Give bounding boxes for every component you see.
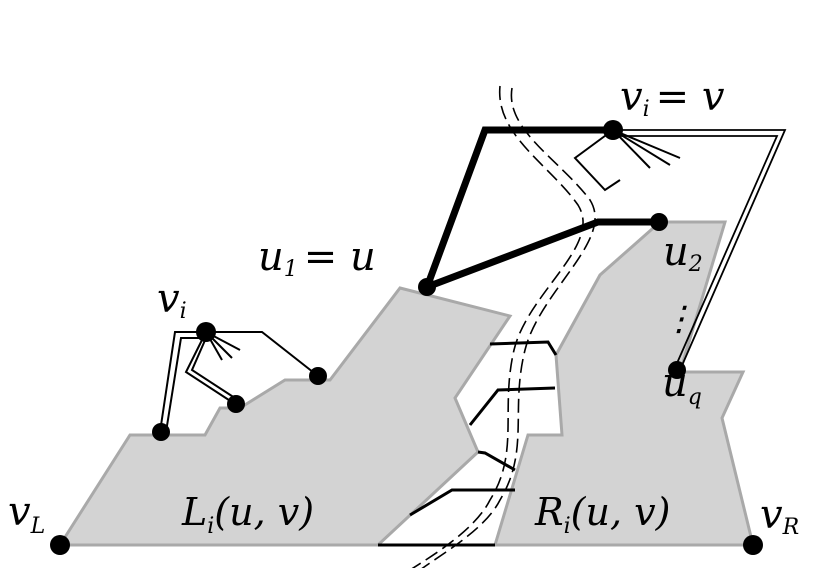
separator-curve <box>411 85 596 568</box>
label-dots: ⋮ <box>662 299 696 339</box>
vertex-u2 <box>650 213 668 231</box>
label-vi-top: vi= v <box>620 74 725 122</box>
label-u1: u1= u <box>258 234 376 282</box>
label-vi-left: vi <box>157 276 187 324</box>
label-Ri: Ri(u, v) <box>534 490 670 539</box>
vertex-left-b <box>227 395 245 413</box>
vertex-left-a <box>152 423 170 441</box>
label-Li: Li(u, v) <box>181 490 314 539</box>
vertex-u1 <box>418 278 436 296</box>
vi-to-uq-edge <box>613 129 787 371</box>
right-region <box>492 220 755 547</box>
vertex-vi-top <box>603 120 623 140</box>
vertex-vi-left <box>196 322 216 342</box>
vertex-vL <box>50 535 70 555</box>
label-vL: vL <box>8 489 45 539</box>
vertices <box>50 120 763 555</box>
label-uq: uq <box>662 360 702 410</box>
top-vi-fan <box>573 129 681 192</box>
vertex-left-c <box>309 367 327 385</box>
vertex-uq <box>668 361 686 379</box>
label-vR: vR <box>760 492 799 540</box>
bold-paths <box>423 126 659 291</box>
vertex-vR <box>743 535 763 555</box>
label-u2: u2 <box>663 229 703 277</box>
